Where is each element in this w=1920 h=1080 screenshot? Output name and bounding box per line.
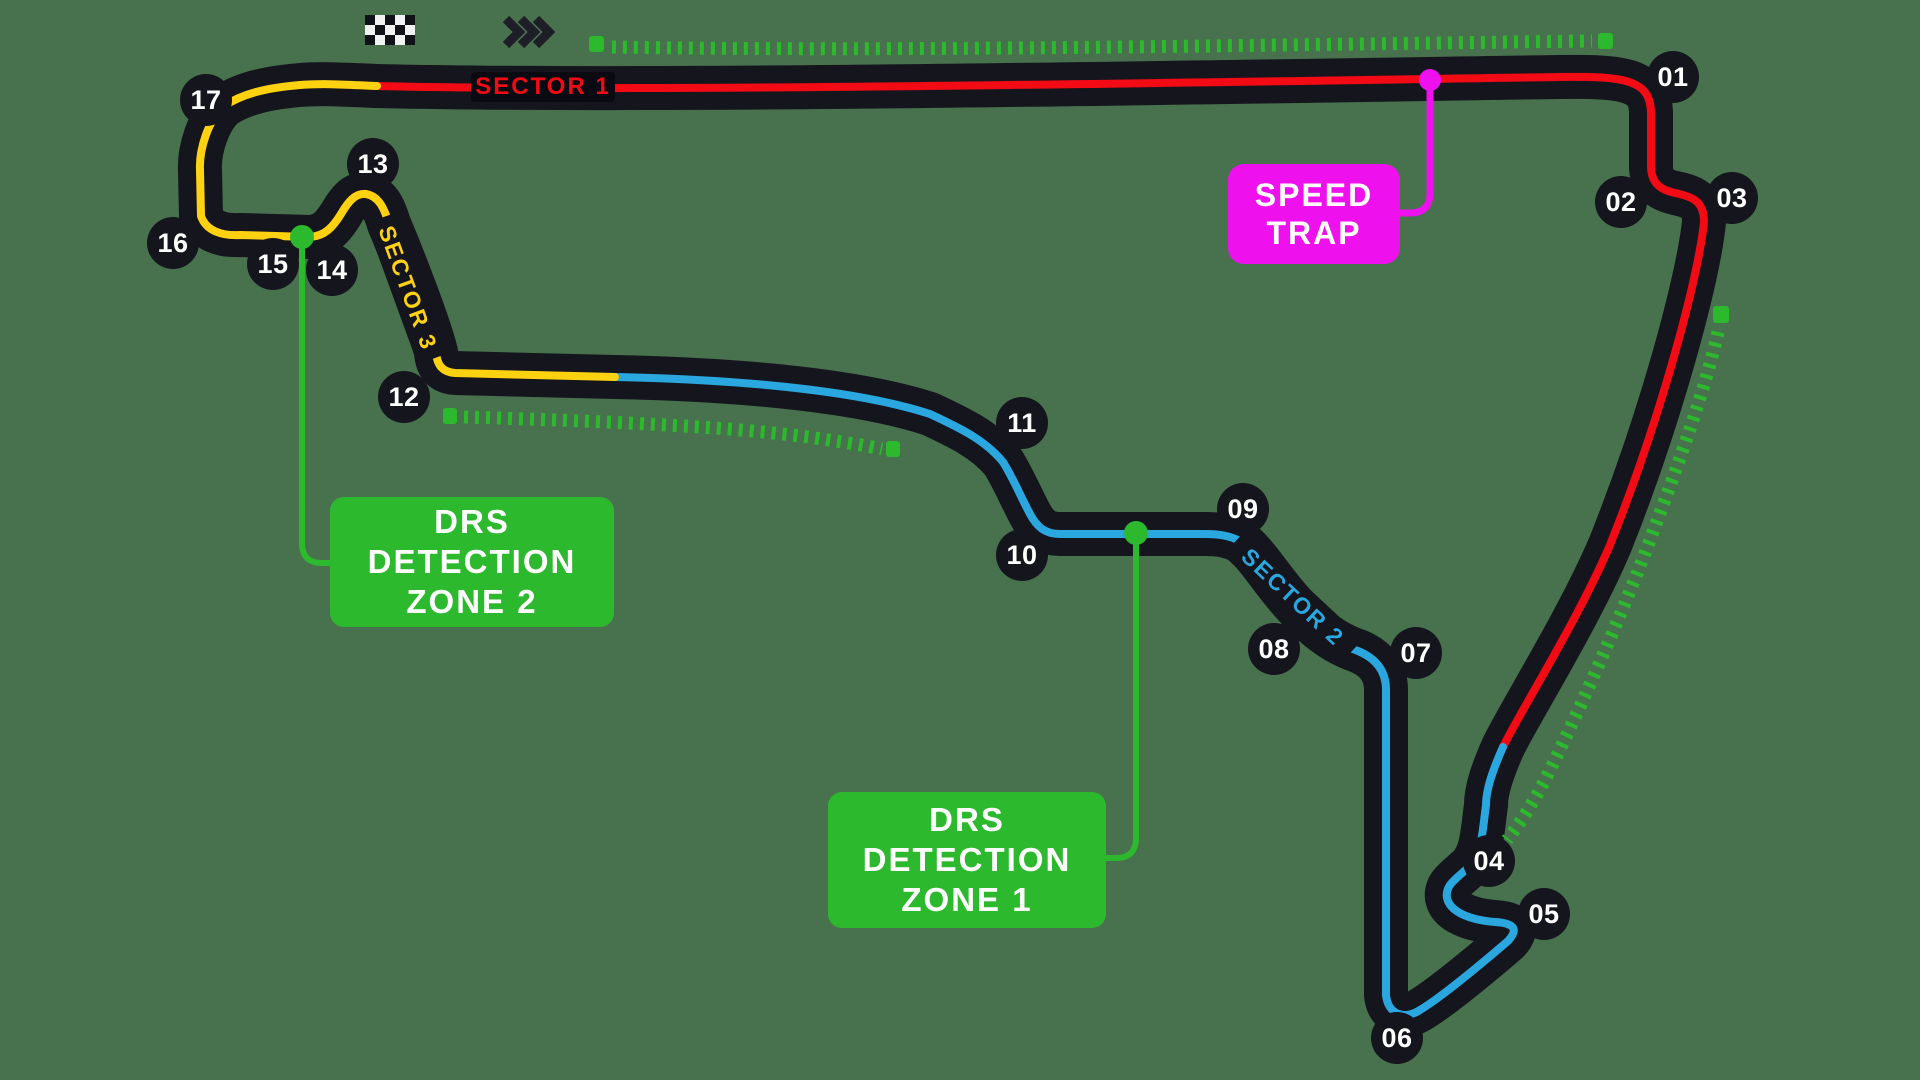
speed-trap-connector — [1398, 88, 1434, 217]
drs-detection-2-dot — [290, 225, 314, 249]
turn-badge-04: 04 — [1463, 835, 1515, 887]
speed-trap-marker — [1398, 69, 1441, 217]
turn-badge-12: 12 — [378, 371, 430, 423]
speed-trap-line1: SPEED — [1254, 177, 1374, 213]
drs-detection-1-dot — [1124, 521, 1148, 545]
speed-trap-dot — [1419, 69, 1441, 91]
drs-detection-1-connector — [1104, 540, 1139, 861]
drs-detection-zone-1-label: DRS DETECTION ZONE 1 — [828, 792, 1106, 928]
turn-badge-10: 10 — [996, 529, 1048, 581]
turn-badge-16: 16 — [147, 217, 199, 269]
turn-badge-09: 09 — [1217, 483, 1269, 535]
sector-1-label: SECTOR 1 — [471, 72, 615, 102]
drs-zone-strip-back-segment — [443, 408, 900, 457]
checkered-flag-icon — [365, 15, 415, 45]
drs-detection-1-marker — [1104, 521, 1148, 861]
turn-badge-02: 02 — [1595, 176, 1647, 228]
drs-detection-2-marker — [290, 225, 332, 566]
sector-2-line — [611, 373, 1518, 1019]
turn-badge-11: 11 — [996, 397, 1048, 449]
turn-badge-08: 08 — [1248, 623, 1300, 675]
turn-badge-17: 17 — [180, 74, 232, 126]
drs-detection-2-connector — [299, 245, 332, 566]
turn-badge-15: 15 — [247, 238, 299, 290]
sector-1-line — [373, 72, 1709, 751]
drs-detection-zone-2-label: DRS DETECTION ZONE 2 — [330, 497, 614, 627]
turn-badge-01: 01 — [1647, 51, 1699, 103]
speed-trap-label: SPEED TRAP — [1228, 164, 1400, 264]
drs-zone-strip-descent — [1501, 306, 1729, 845]
turn-badge-07: 07 — [1390, 627, 1442, 679]
turn-badge-13: 13 — [347, 138, 399, 190]
turn-badge-05: 05 — [1518, 888, 1570, 940]
turn-badge-14: 14 — [306, 244, 358, 296]
speed-trap-line2: TRAP — [1266, 215, 1362, 251]
drs-zone-strip-main-straight — [589, 33, 1613, 56]
race-direction-chevrons-icon — [502, 15, 556, 49]
turn-badge-03: 03 — [1706, 172, 1758, 224]
turn-badge-06: 06 — [1371, 1012, 1423, 1064]
